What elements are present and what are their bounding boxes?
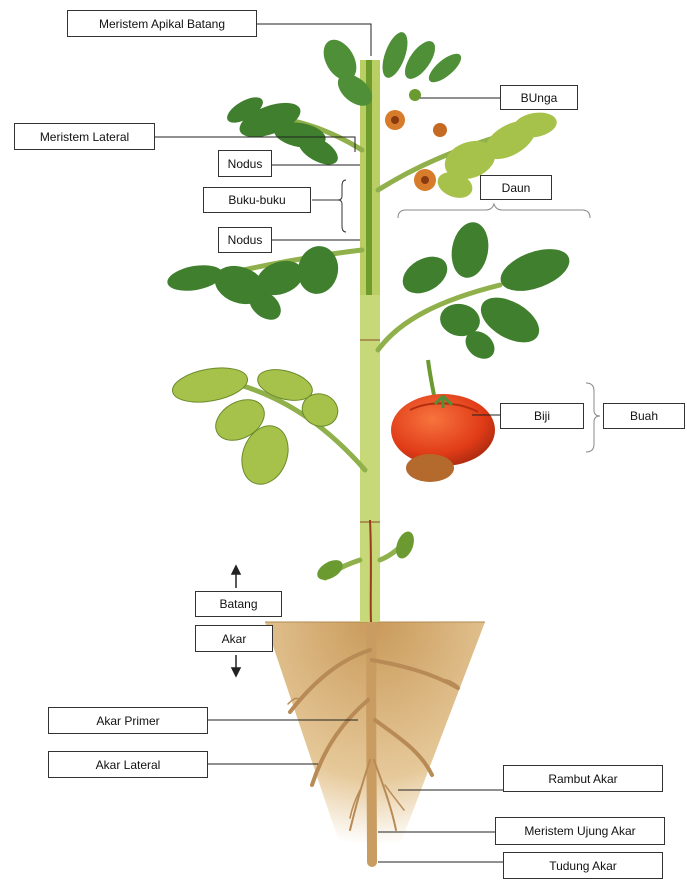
middle-right-leaves <box>396 219 575 364</box>
label-buku-buku: Buku-buku <box>203 187 311 213</box>
tomato-fruit <box>391 360 495 482</box>
label-akar: Akar <box>195 625 273 652</box>
label-buah: Buah <box>603 403 685 429</box>
label-akar-lateral: Akar Lateral <box>48 751 208 778</box>
flowers <box>385 89 447 191</box>
label-batang: Batang <box>195 591 282 617</box>
label-tudung-akar: Tudung Akar <box>503 852 663 879</box>
daun-brace <box>398 204 590 218</box>
label-meristem-apikal-batang: Meristem Apikal Batang <box>67 10 257 37</box>
label-meristem-ujung-akar: Meristem Ujung Akar <box>495 817 665 845</box>
label-rambut-akar: Rambut Akar <box>503 765 663 792</box>
buku-buku-brace <box>338 180 346 232</box>
label-akar-primer: Akar Primer <box>48 707 208 734</box>
batang-akar-arrows <box>232 566 240 676</box>
middle-left-leaves <box>165 243 342 326</box>
label-nodus-top: Nodus <box>218 150 272 177</box>
label-meristem-lateral: Meristem Lateral <box>14 123 155 150</box>
label-daun: Daun <box>480 175 552 200</box>
label-biji: Biji <box>500 403 584 429</box>
label-nodus-bottom: Nodus <box>218 227 272 253</box>
buah-brace <box>586 383 600 452</box>
apex-leaves <box>317 29 466 112</box>
label-bunga: BUnga <box>500 85 578 110</box>
